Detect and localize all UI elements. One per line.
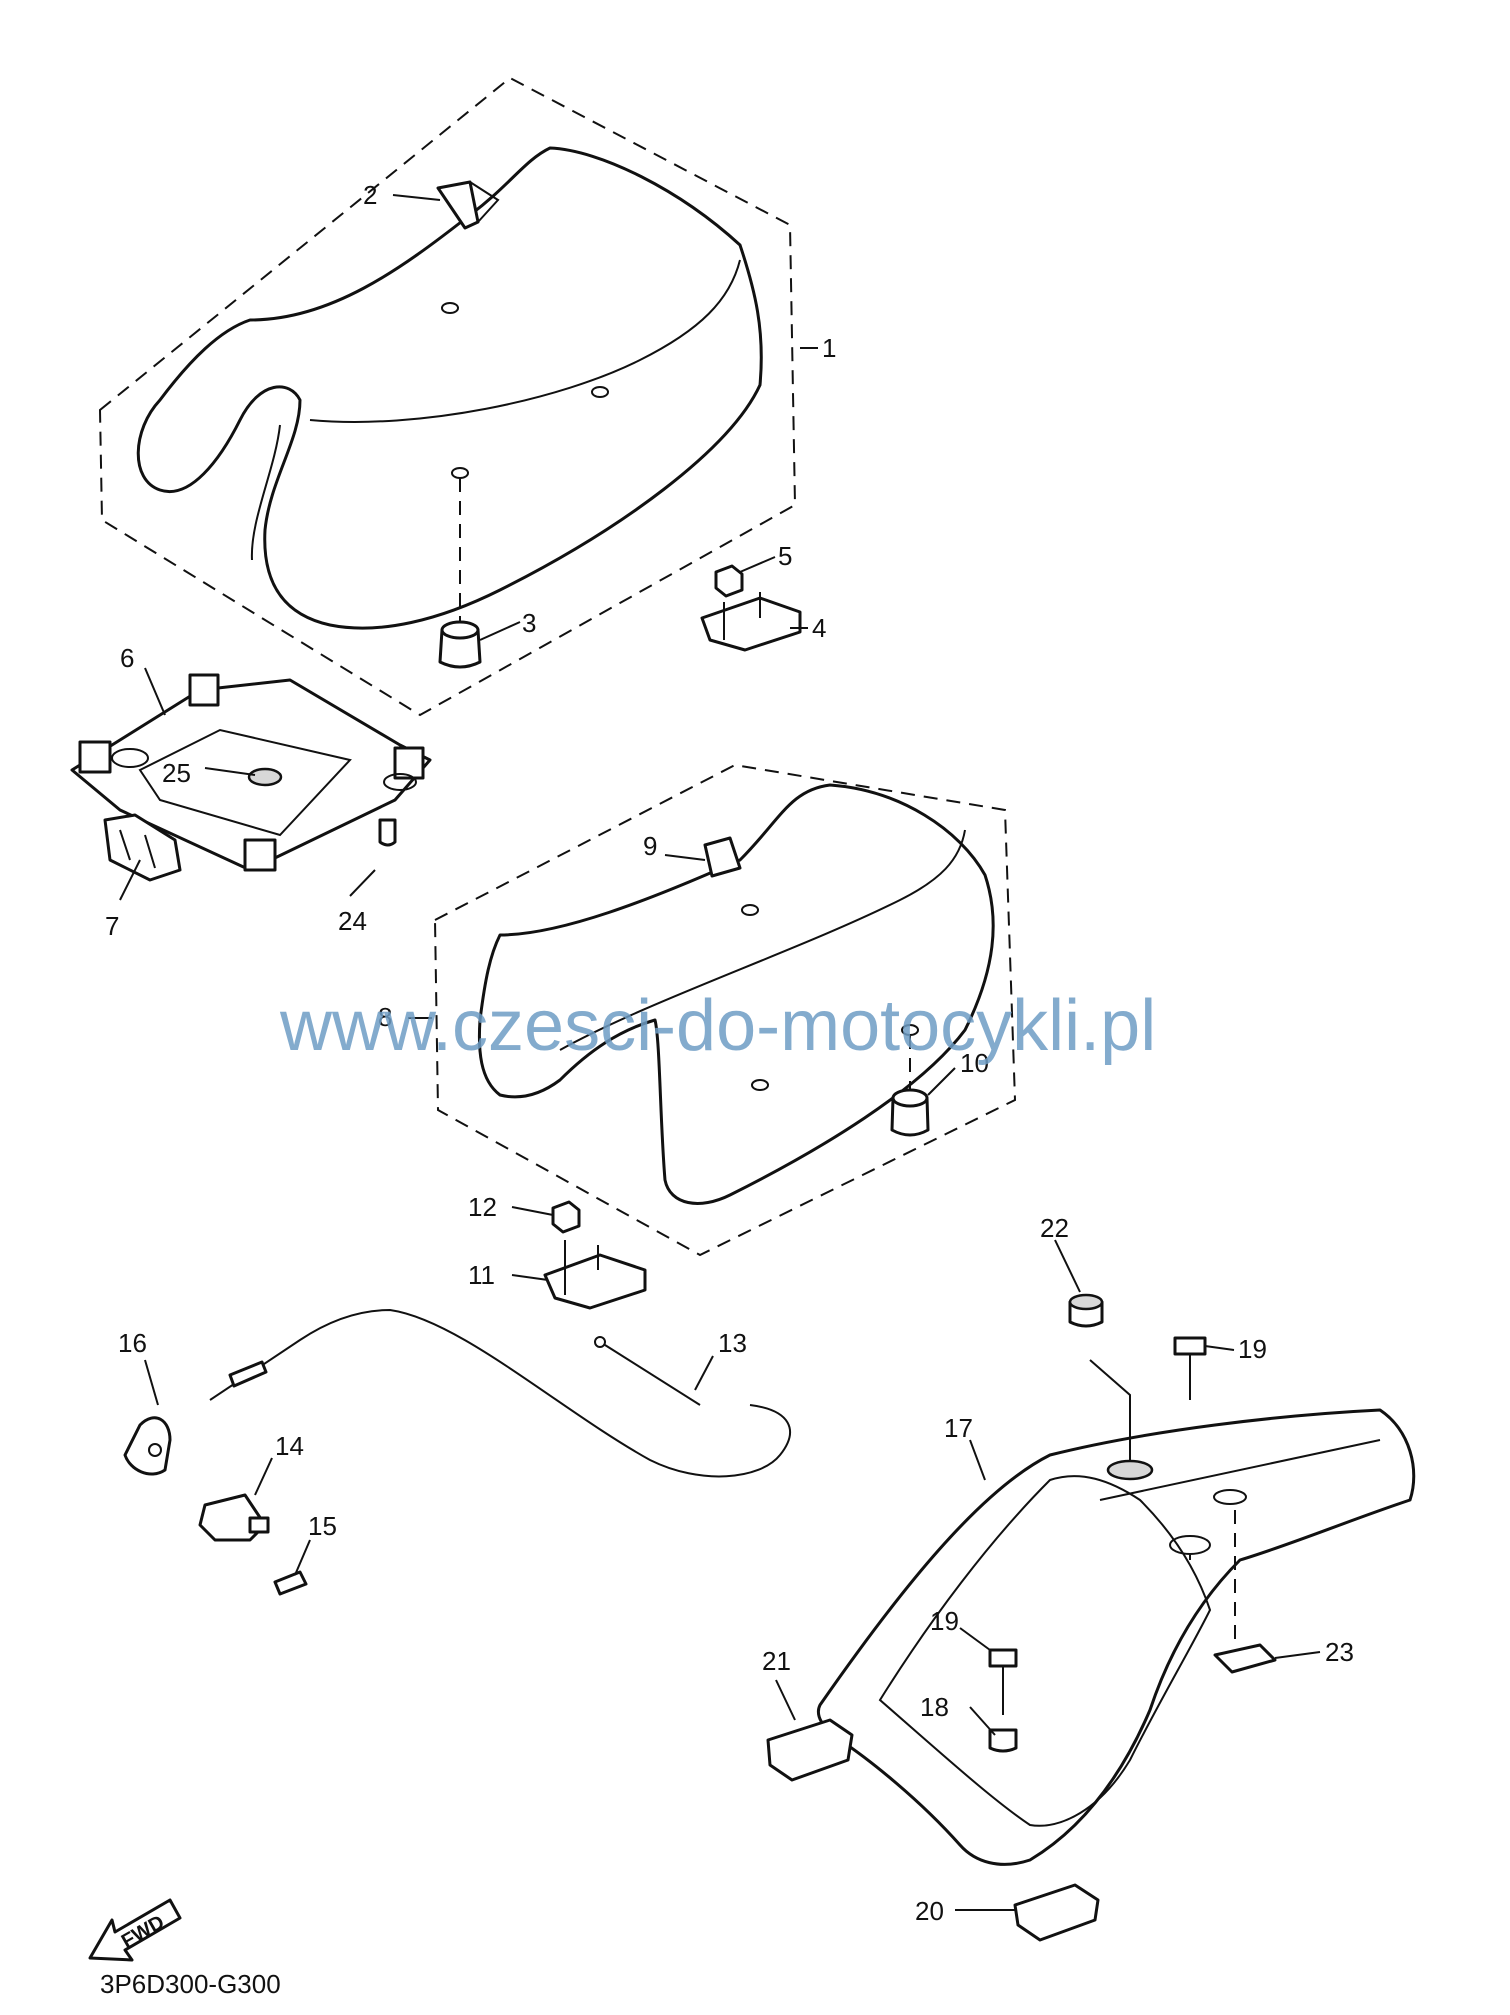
passenger-seat bbox=[477, 783, 995, 1205]
pad-20 bbox=[1013, 1883, 1100, 1942]
callout-11: 11 bbox=[468, 1260, 495, 1290]
callout-8: 8 bbox=[378, 1002, 392, 1032]
pad-21 bbox=[766, 1718, 854, 1782]
callout-16: 16 bbox=[118, 1328, 147, 1358]
callout-19-lower: 19 bbox=[930, 1606, 959, 1636]
callout-4: 4 bbox=[812, 613, 826, 643]
callout-12: 12 bbox=[468, 1192, 497, 1222]
callout-1: 1 bbox=[822, 333, 836, 363]
seat-assembly-8 bbox=[433, 763, 1017, 1257]
lock-bracket-11 bbox=[543, 1200, 647, 1310]
assembly-boundary-8 bbox=[433, 763, 1017, 1257]
callout-25: 25 bbox=[162, 758, 191, 788]
callout-24: 24 bbox=[338, 906, 367, 936]
seat-assembly-1 bbox=[98, 76, 797, 717]
callout-7: 7 bbox=[105, 911, 119, 941]
callout-20: 20 bbox=[915, 1896, 944, 1926]
callout-21: 21 bbox=[762, 1646, 791, 1676]
callout-3: 3 bbox=[522, 608, 536, 638]
watermark-text: www.czesci-do-motocykli.pl bbox=[279, 986, 1156, 1066]
callout-14: 14 bbox=[275, 1431, 304, 1461]
plate-23 bbox=[1213, 1643, 1277, 1674]
callout-2: 2 bbox=[363, 180, 377, 210]
callout-15: 15 bbox=[308, 1511, 337, 1541]
callout-labels: 1 2 3 4 5 6 7 8 9 10 11 12 13 14 15 16 1… bbox=[105, 180, 1354, 1926]
callout-23: 23 bbox=[1325, 1637, 1354, 1667]
rider-seat bbox=[136, 146, 763, 630]
fwd-arrow-icon: FWD bbox=[88, 1898, 182, 1962]
rear-fender-17 bbox=[816, 1359, 1416, 1866]
leader-lines bbox=[119, 194, 1321, 1911]
lock-bracket-4 bbox=[700, 564, 802, 652]
bolt-19-lower bbox=[988, 1648, 1018, 1753]
callout-5: 5 bbox=[778, 541, 792, 571]
callout-10: 10 bbox=[960, 1048, 989, 1078]
callout-13: 13 bbox=[718, 1328, 747, 1358]
seat-lock-cable bbox=[123, 1308, 791, 1596]
callout-22: 22 bbox=[1040, 1213, 1069, 1243]
bolt-19-top bbox=[1173, 1336, 1207, 1400]
seat-frame-6 bbox=[70, 673, 432, 882]
diagram-code: 3P6D300-G300 bbox=[100, 1969, 281, 1999]
callout-17: 17 bbox=[944, 1413, 973, 1443]
callout-18: 18 bbox=[920, 1692, 949, 1722]
callout-6: 6 bbox=[120, 643, 134, 673]
callout-19-top: 19 bbox=[1238, 1334, 1267, 1364]
callout-9: 9 bbox=[643, 831, 657, 861]
